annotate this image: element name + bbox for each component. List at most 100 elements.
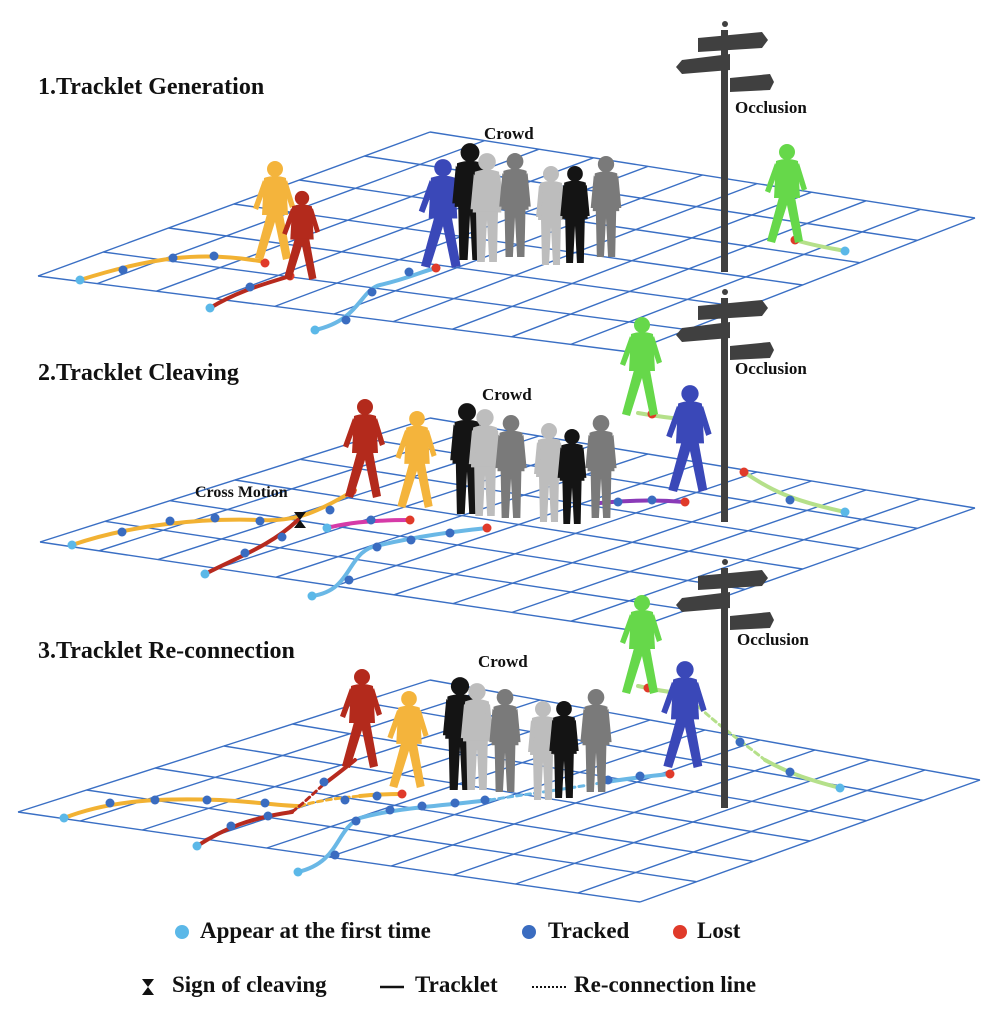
tracklet-green xyxy=(763,758,842,790)
tracklet-point xyxy=(406,535,416,545)
tracklet-point xyxy=(680,497,690,507)
tracklet-point xyxy=(613,497,623,507)
tracklet-point xyxy=(482,523,492,533)
panel-1-title: 1.Tracklet Generation xyxy=(38,74,265,100)
grid-line xyxy=(104,520,688,611)
signpost-3-pole xyxy=(721,568,728,808)
tracklet-point xyxy=(735,737,745,747)
tracklet-blue xyxy=(296,798,492,874)
tracklet-magenta xyxy=(325,518,412,530)
tracked-legend-icon xyxy=(522,925,536,939)
tracklet-point xyxy=(385,805,395,815)
tracklet-point xyxy=(366,515,376,525)
tracklet-point xyxy=(397,789,407,799)
tracklet-point xyxy=(739,467,749,477)
person-red xyxy=(340,669,382,768)
person-green xyxy=(620,595,662,694)
tracklet-point xyxy=(67,540,77,550)
tracklet-point xyxy=(351,816,361,826)
tracklet-point xyxy=(372,791,382,801)
tracklet-point xyxy=(117,527,127,537)
person-black xyxy=(549,700,579,798)
person-light-gray xyxy=(460,683,494,790)
grid-line xyxy=(37,275,631,353)
grid-line xyxy=(86,789,697,883)
legend-tracked-label: Tracked xyxy=(548,918,630,943)
grid-line xyxy=(103,251,688,331)
person-gray xyxy=(590,156,622,257)
signpost-1-sign xyxy=(698,32,768,52)
signpost-1-bird-icon xyxy=(722,21,728,27)
grid-line xyxy=(223,745,811,842)
tracklet-point xyxy=(322,523,332,533)
tracklet-point xyxy=(240,548,250,558)
panel-3-occlusion-label: Occlusion xyxy=(737,630,809,649)
lost-legend-icon xyxy=(673,925,687,939)
tracklet-point xyxy=(150,795,160,805)
person-gray xyxy=(499,153,531,257)
tracklet-point xyxy=(59,813,69,823)
tracklet-point xyxy=(200,569,210,579)
legend-reconnect-label: Re-connection line xyxy=(574,972,757,997)
signpost-3-sign xyxy=(730,612,774,630)
person-blue xyxy=(666,385,712,492)
person-blue xyxy=(418,159,465,268)
tracklet-green xyxy=(742,470,847,514)
person-black xyxy=(560,165,590,263)
tracklet-blue xyxy=(310,526,489,598)
tracklet-point xyxy=(840,507,850,517)
tracklet-point xyxy=(341,315,351,325)
signpost-1-sign xyxy=(730,74,774,92)
signpost-3-sign xyxy=(676,592,730,612)
signpost-2-bird-icon xyxy=(722,289,728,295)
tracklet-red xyxy=(195,810,294,848)
tracklet-point xyxy=(835,783,845,793)
signpost-3-bird-icon xyxy=(722,559,728,565)
tracklet-point xyxy=(118,265,128,275)
grid-line xyxy=(429,679,981,781)
tracklet-point xyxy=(260,258,270,268)
tracklet-point xyxy=(417,801,427,811)
tracklet-purple xyxy=(598,498,687,505)
tracklet-point xyxy=(307,591,317,601)
person-green xyxy=(765,144,807,243)
tracklet-point xyxy=(404,267,414,277)
tracklet-point xyxy=(445,528,455,538)
grid-line xyxy=(234,479,803,570)
grid-line xyxy=(169,499,746,591)
panel-3-crowd-label: Crowd xyxy=(478,652,528,671)
legend-appear-label: Appear at the first time xyxy=(200,918,431,943)
tracklet-point xyxy=(344,575,354,585)
cleave-legend-icon xyxy=(142,979,154,995)
tracklet-point xyxy=(168,253,178,263)
panel-3-title: 3.Tracklet Re-connection xyxy=(38,638,295,664)
tracklet-point xyxy=(840,246,850,256)
panel-2-crowd-label: Crowd xyxy=(482,385,532,404)
tracklet-point xyxy=(209,251,219,261)
person-light-gray xyxy=(468,409,502,516)
person-gray xyxy=(580,689,612,792)
tracklet-point xyxy=(260,798,270,808)
grid-line xyxy=(429,131,976,219)
tracklet-point xyxy=(277,532,287,542)
tracklet-point xyxy=(293,867,303,877)
signpost-1-sign xyxy=(676,54,730,74)
tracklet-point xyxy=(165,516,175,526)
signpost-2-sign xyxy=(730,342,774,360)
person-green xyxy=(620,317,662,416)
person-black xyxy=(557,428,587,524)
tracklet-point xyxy=(105,798,115,808)
tracklet-point xyxy=(75,275,85,285)
appear-legend-icon xyxy=(175,925,189,939)
tracklet-point xyxy=(785,495,795,505)
tracklet-point xyxy=(603,775,613,785)
tracklet-point xyxy=(205,303,215,313)
person-gray xyxy=(495,415,527,518)
cross-motion-label: Cross Motion xyxy=(195,484,288,501)
signpost-2-pole xyxy=(721,298,728,522)
tracklet-point xyxy=(405,515,415,525)
signpost-2-sign xyxy=(676,322,730,342)
panel-1-crowd-label: Crowd xyxy=(484,124,534,143)
grid-line xyxy=(155,767,754,863)
